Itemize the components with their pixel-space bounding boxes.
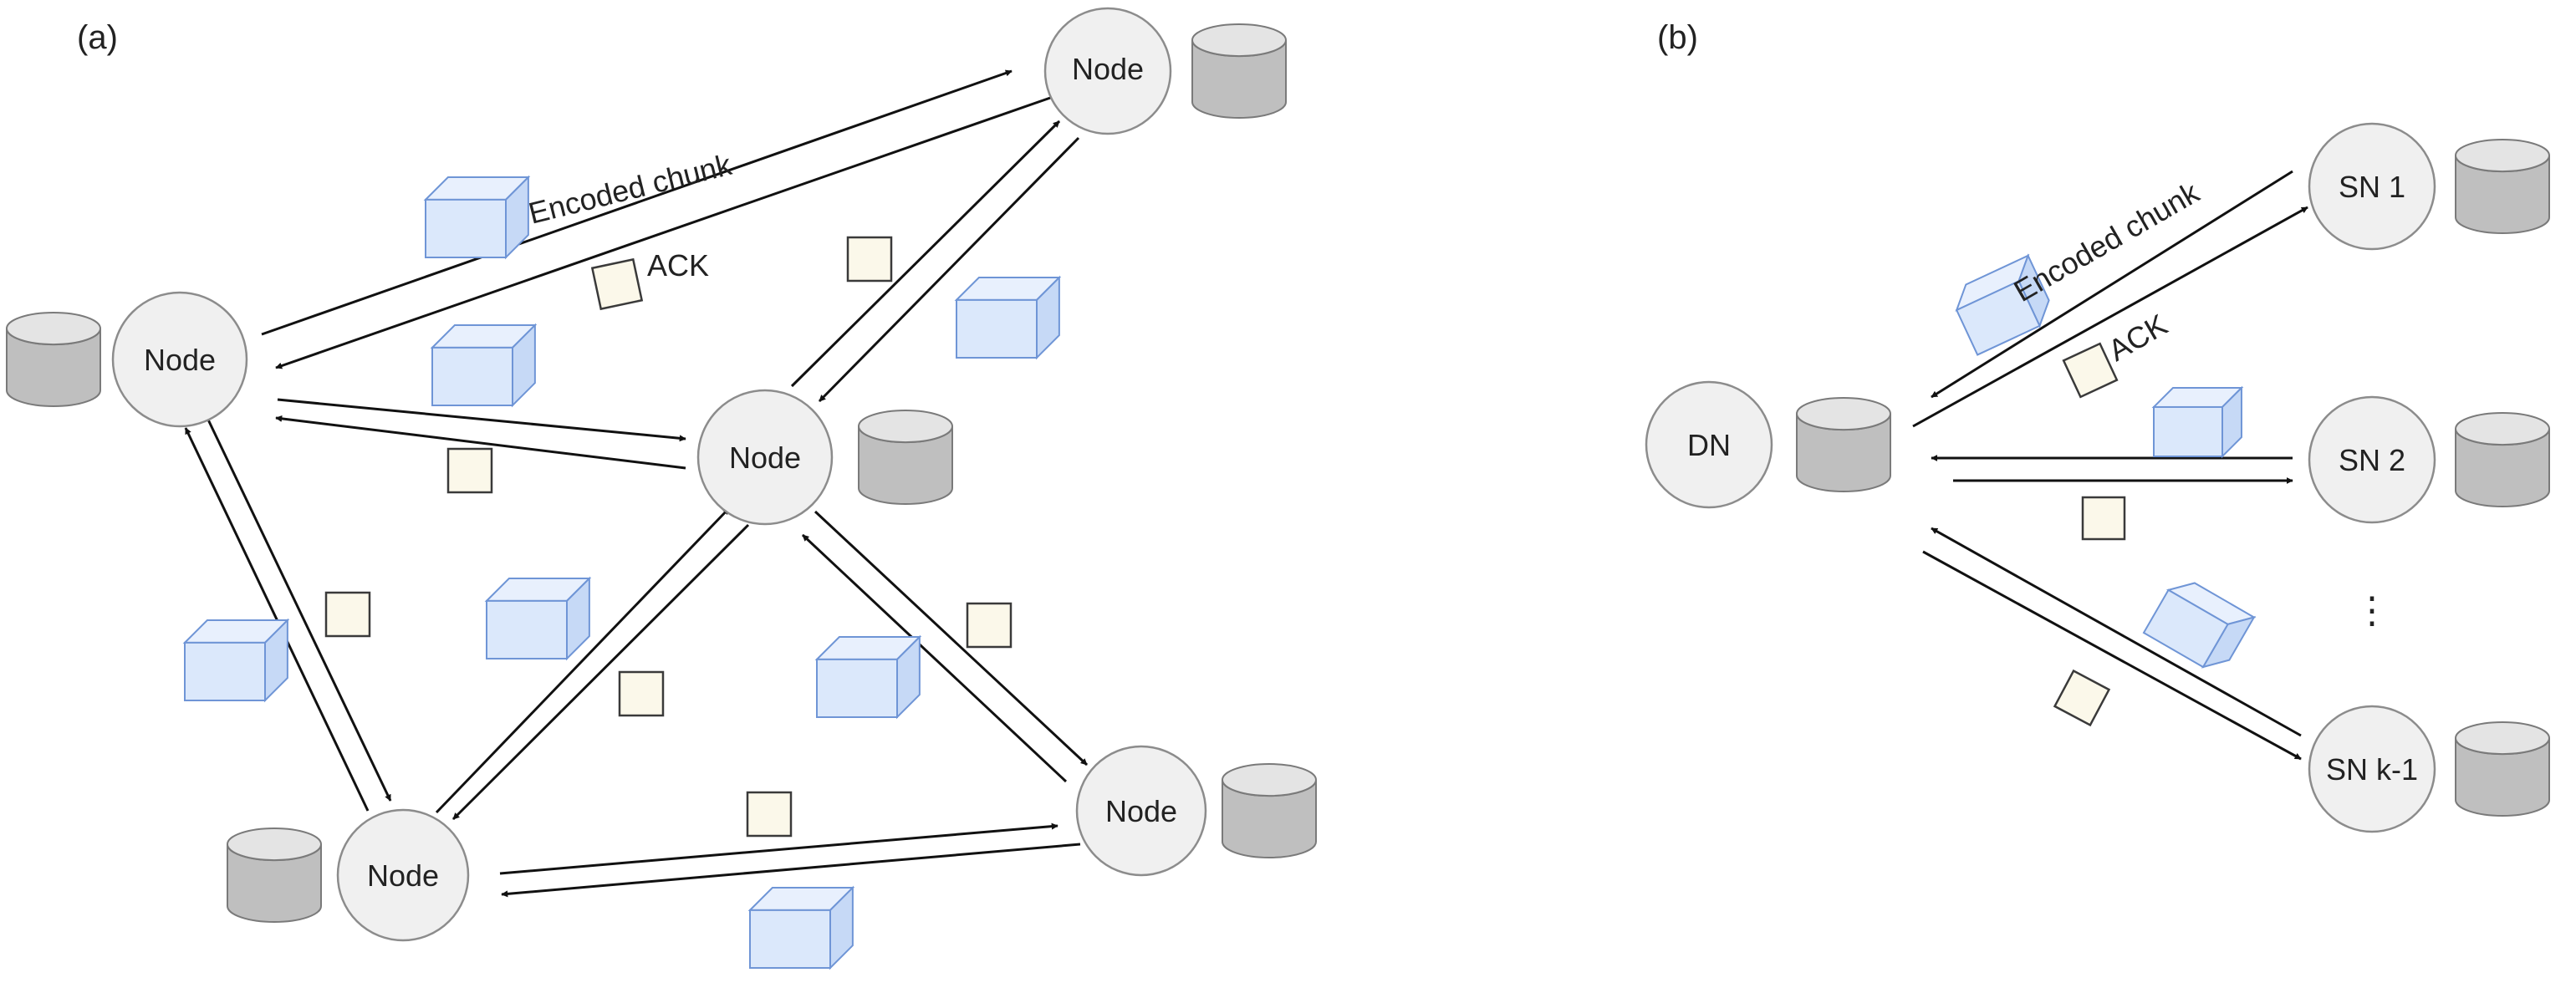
node-center — [696, 389, 834, 526]
node-top — [1043, 7, 1172, 135]
arrow-center-to-top — [790, 120, 1061, 388]
arrow-center-to-bottom-left — [451, 523, 750, 821]
disk-top — [1191, 23, 1287, 119]
node-label-left: Node — [144, 343, 216, 377]
panel-a-label: (a) — [77, 19, 118, 56]
node-label-top: Node — [1072, 52, 1144, 86]
arrow-bottom-right-to-center — [801, 533, 1068, 783]
chunk-layer — [182, 175, 2257, 970]
ack-square — [2062, 342, 2119, 399]
node-label-bottom-right: Node — [1105, 794, 1177, 828]
ack-square — [846, 236, 893, 283]
arrow-left-to-top — [261, 69, 1013, 336]
chunk-cube — [954, 275, 1062, 360]
arrow-bottom-left-to-center — [435, 507, 731, 814]
chunk-cube — [2151, 385, 2244, 459]
ack-square — [966, 602, 1013, 649]
node-sn2 — [2308, 395, 2436, 524]
node-snk — [2308, 705, 2436, 833]
node-dn — [1645, 380, 1773, 509]
node-label-bottom-left: Node — [367, 858, 439, 893]
chunk-cube — [1955, 253, 2050, 356]
ack-square — [324, 591, 371, 638]
chunk-cube — [182, 618, 290, 703]
chunk-cube — [2142, 582, 2257, 669]
ack-square — [590, 257, 644, 311]
disk-center — [858, 410, 953, 505]
disk-bottom-left — [227, 828, 322, 923]
arrow-dn-to-snk — [1922, 550, 2302, 761]
disk-left — [6, 312, 101, 407]
ack-label-a: ACK — [647, 248, 709, 283]
arrow-left-to-bottom-left — [206, 417, 392, 802]
node-layer — [111, 7, 2436, 942]
disk-sn1 — [2455, 139, 2550, 234]
arrow-left-to-center — [277, 398, 686, 442]
chunk-cube — [484, 576, 592, 661]
arrow-bottom-right-to-bottom-left — [501, 843, 1081, 898]
node-bottom-right — [1075, 745, 1207, 877]
arrow-top-to-center — [818, 136, 1080, 403]
panel-b-label: (b) — [1657, 19, 1698, 56]
disk-layer — [6, 23, 2550, 923]
arrow-sn1-to-dn — [1931, 170, 2293, 399]
arrow-snk-to-dn — [1931, 527, 2302, 737]
node-sn1 — [2308, 122, 2436, 251]
chunk-cube — [814, 634, 922, 720]
node-bottom-left — [336, 808, 470, 942]
disk-snk — [2455, 721, 2550, 817]
arrow-center-to-bottom-right — [814, 510, 1089, 766]
arrow-layer — [184, 69, 2308, 898]
ack-square — [2053, 669, 2111, 727]
sn2-label: SN 2 — [2339, 443, 2405, 477]
node-label-center: Node — [729, 440, 801, 475]
arrow-dn-to-sn1 — [1912, 206, 2308, 428]
ack-square — [746, 791, 793, 838]
ellipsis-label: ⋮ — [2354, 590, 2390, 631]
arrow-center-to-left — [275, 415, 686, 470]
disk-sn2 — [2455, 411, 2550, 507]
sn1-label: SN 1 — [2339, 170, 2405, 204]
ack-square — [618, 670, 665, 717]
arrow-bottom-left-to-bottom-right — [499, 822, 1058, 875]
chunk-cube — [747, 885, 855, 970]
arrow-top-to-left — [275, 94, 1056, 369]
ack-square — [446, 447, 493, 494]
snk-label: SN k-1 — [2326, 752, 2418, 787]
node-left — [111, 291, 248, 428]
disk-dn — [1796, 397, 1891, 492]
ack-layer — [324, 236, 2126, 838]
chunk-cube — [430, 323, 538, 408]
chunk-cube — [423, 175, 531, 260]
disk-bottom-right — [1222, 763, 1317, 858]
ack-square — [2081, 496, 2126, 541]
dn-label: DN — [1687, 428, 1731, 462]
